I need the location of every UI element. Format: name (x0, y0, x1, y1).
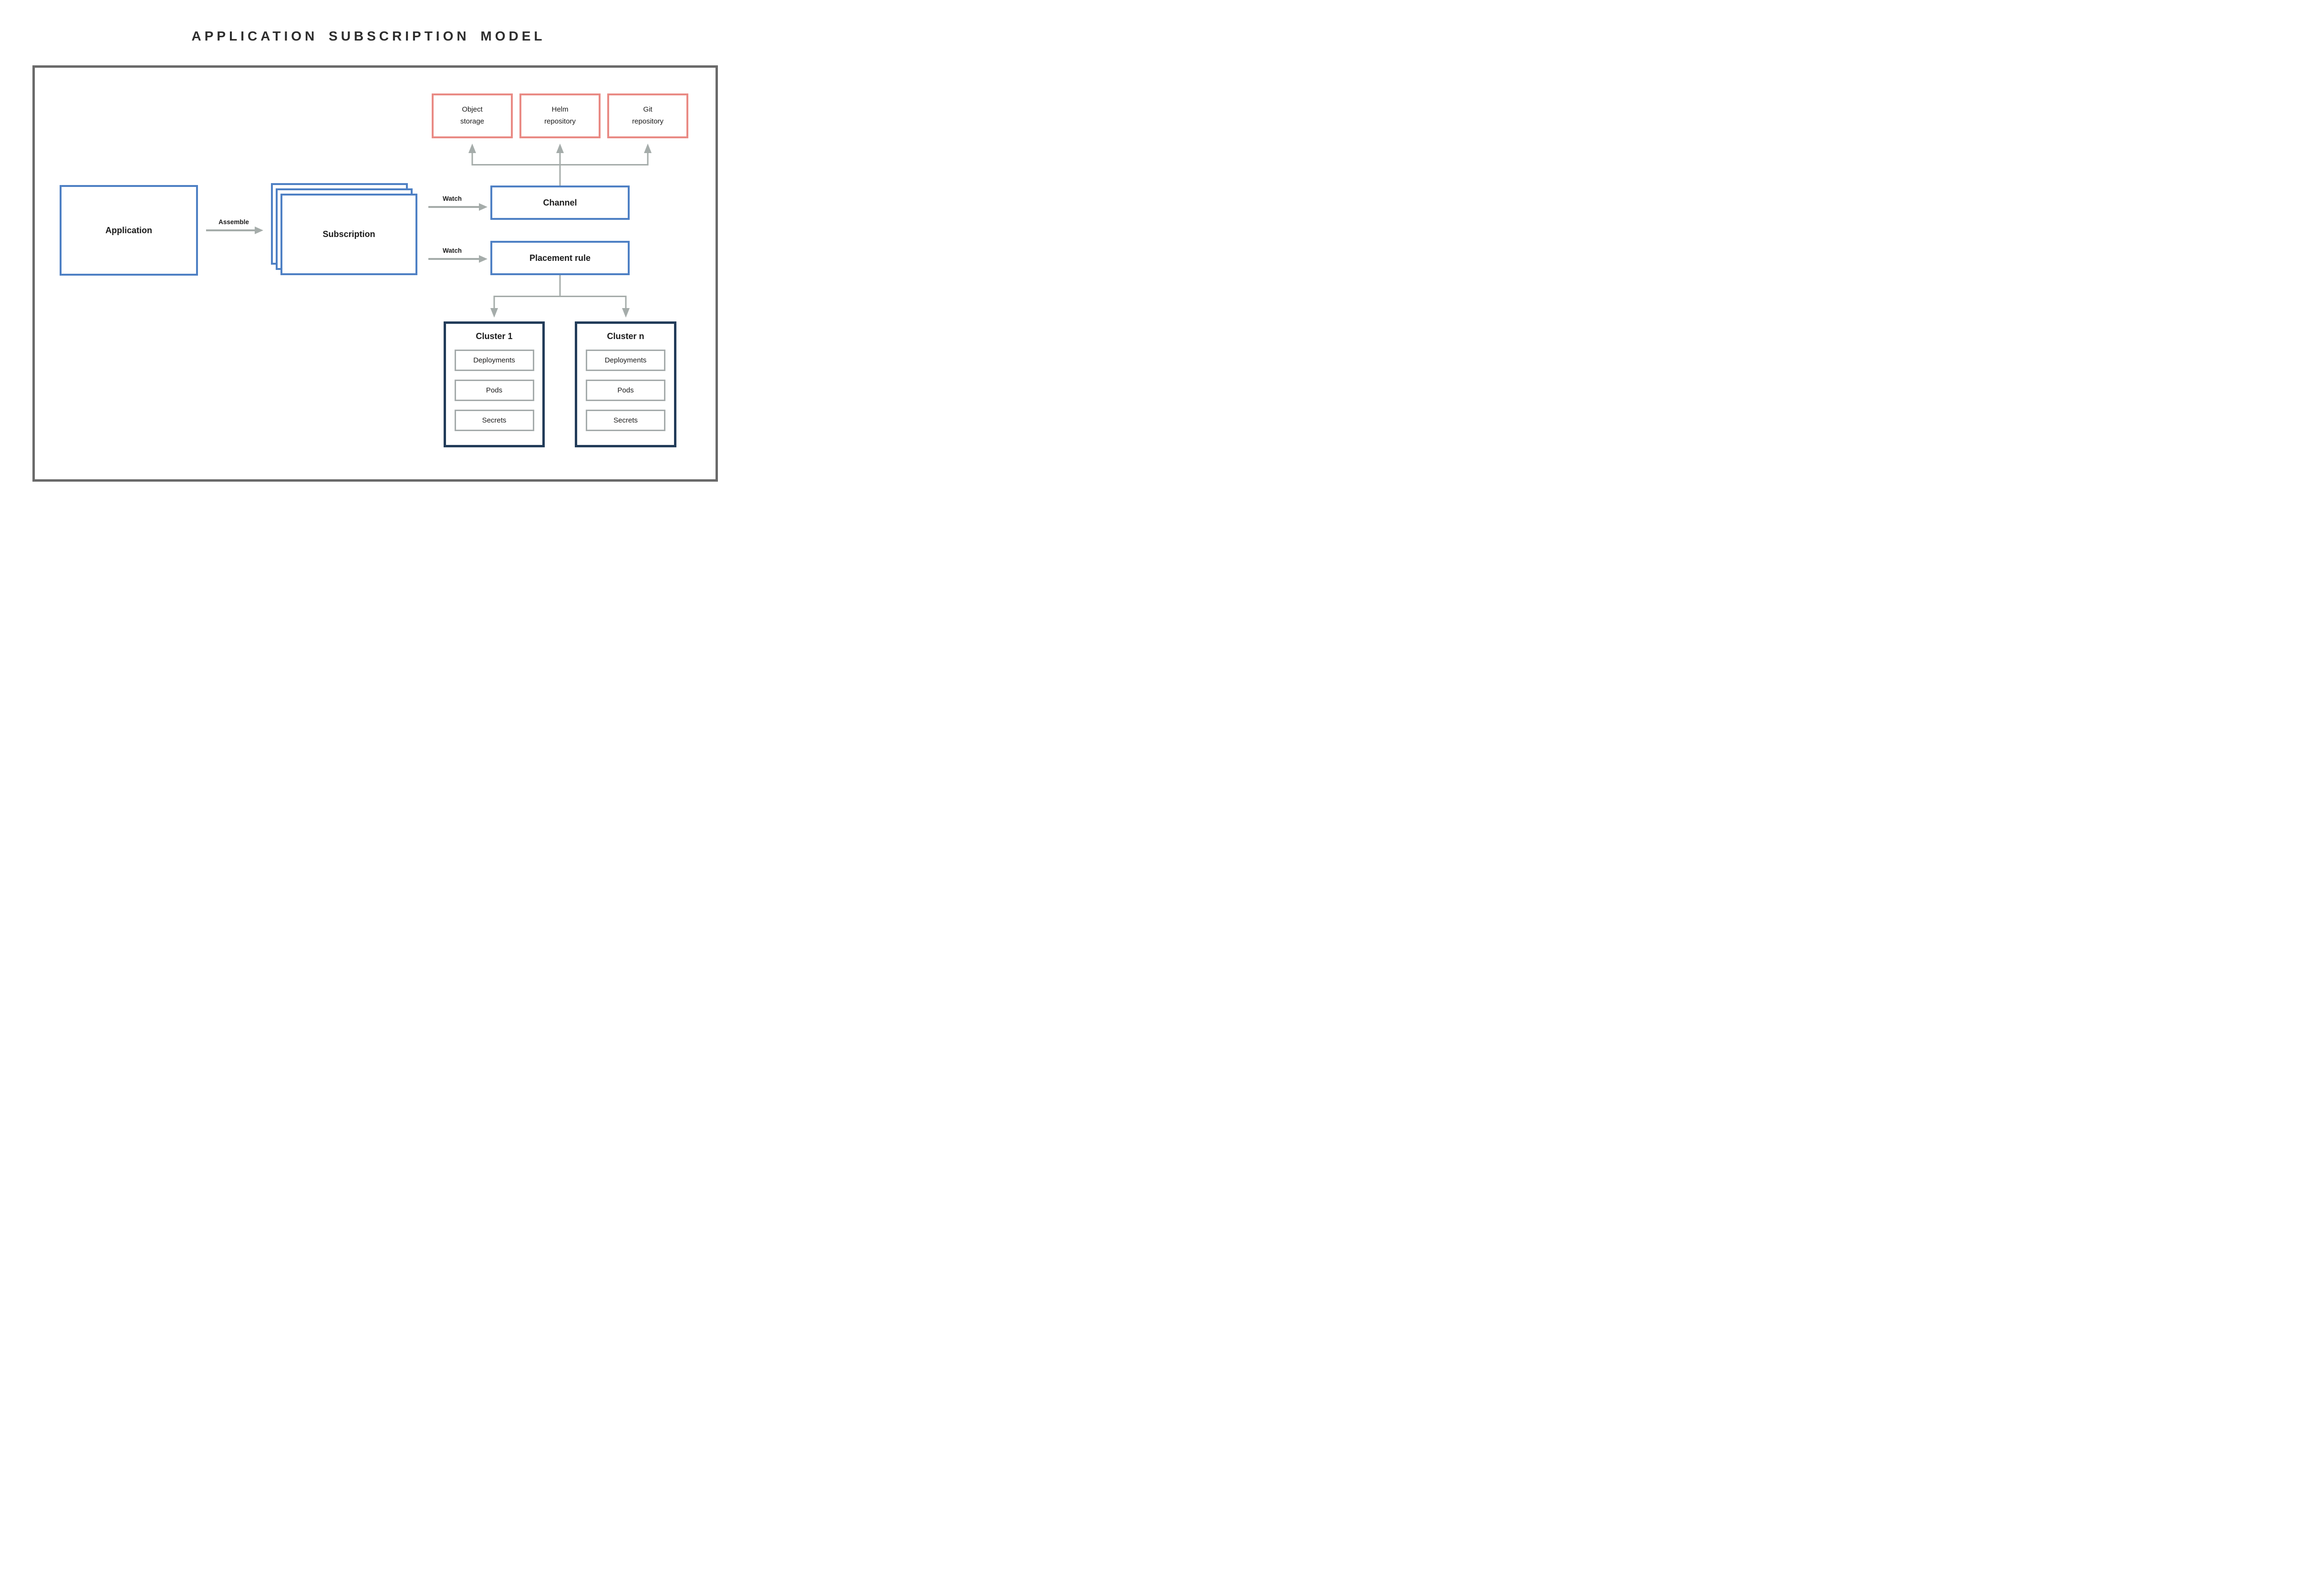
object-storage-node: Object storage (432, 93, 513, 138)
git-repository-label: Git repository (632, 104, 664, 128)
channel-label: Channel (543, 197, 577, 207)
cluster-n-title: Cluster n (607, 331, 644, 341)
git-repository-label-line2: repository (632, 117, 664, 125)
placement-to-clusters-connector (490, 275, 630, 318)
watch-placement-arrow-label: Watch (443, 247, 462, 254)
subscription-label: Subscription (322, 229, 375, 239)
repo-arm-left-head (468, 144, 476, 153)
channel-to-repos-connector (468, 144, 652, 186)
helm-repository-node: Helm repository (519, 93, 601, 138)
repo-arm-center-head (556, 144, 564, 153)
cluster-n-secrets-box: Secrets (586, 410, 665, 431)
watch-placement-arrow-head (479, 255, 488, 263)
cluster-arm-left-head (490, 308, 498, 318)
watch-channel-arrow-head (479, 203, 488, 211)
cluster-1-node: Cluster 1 Deployments Pods Secrets (444, 321, 545, 447)
diagram-frame: Application Subscription Channel Placeme… (32, 65, 718, 482)
placement-rule-label: Placement rule (529, 253, 591, 263)
cluster-1-pods-box: Pods (454, 380, 534, 401)
watch-channel-arrow (428, 203, 488, 211)
application-node: Application (60, 185, 198, 276)
object-storage-label: Object storage (460, 104, 484, 128)
subscription-sheet-front: Subscription (280, 194, 417, 275)
cluster-1-title: Cluster 1 (476, 331, 513, 341)
helm-repository-label-line1: Helm (551, 105, 569, 114)
cluster-n-deployments-box: Deployments (586, 350, 665, 371)
assemble-arrow (206, 227, 263, 234)
assemble-arrow-label: Assemble (218, 218, 249, 226)
subscription-node: Subscription (271, 183, 419, 275)
watch-channel-arrow-label: Watch (443, 195, 462, 202)
diagram-canvas: APPLICATION SUBSCRIPTION MODEL (0, 0, 737, 504)
git-repository-label-line1: Git (643, 105, 653, 114)
cluster-n-pods-box: Pods (586, 380, 665, 401)
helm-repository-label-line2: repository (544, 117, 576, 125)
object-storage-label-line2: storage (460, 117, 485, 125)
placement-rule-node: Placement rule (490, 241, 630, 275)
git-repository-node: Git repository (607, 93, 688, 138)
repo-arm-right-head (644, 144, 652, 153)
cluster-arm-right-head (622, 308, 630, 318)
frame-border (32, 65, 718, 482)
connector-lines (206, 144, 652, 318)
assemble-arrow-head (255, 227, 263, 234)
watch-placement-arrow (428, 255, 488, 263)
cluster-n-node: Cluster n Deployments Pods Secrets (575, 321, 676, 447)
channel-node: Channel (490, 186, 630, 220)
helm-repository-label: Helm repository (544, 104, 576, 128)
cluster-1-deployments-box: Deployments (454, 350, 534, 371)
object-storage-label-line1: Object (462, 105, 483, 114)
diagram-title: APPLICATION SUBSCRIPTION MODEL (191, 29, 546, 43)
application-label: Application (105, 225, 152, 235)
cluster-1-secrets-box: Secrets (454, 410, 534, 431)
